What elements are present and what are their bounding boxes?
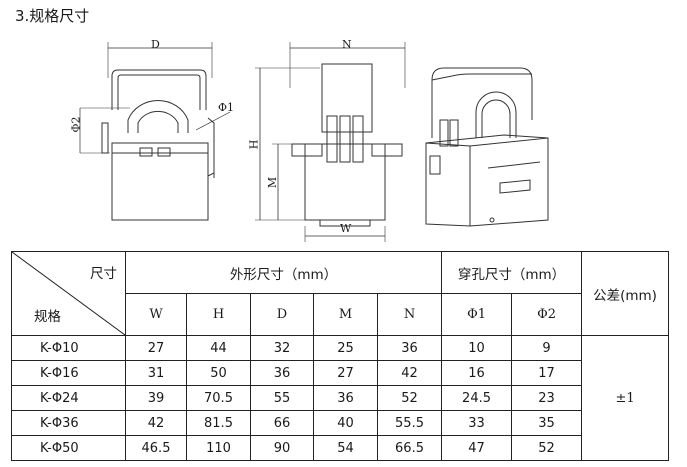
column-header-6: Φ2 [511, 293, 583, 336]
group-header-outer: 外形尺寸（mm） [124, 251, 443, 294]
column-header-5: Φ1 [441, 293, 513, 336]
label-M: M [266, 176, 280, 189]
model-cell: K-Φ16 [11, 360, 126, 386]
value-cell: 17 [511, 360, 583, 386]
label-H: H [247, 139, 261, 150]
value-cell: 39 [125, 385, 187, 411]
label-D: D [151, 38, 160, 51]
value-cell: 23 [511, 385, 583, 411]
value-cell: 110 [186, 435, 251, 461]
value-cell: 25 [313, 335, 378, 361]
label-W: W [340, 222, 352, 235]
value-cell: 52 [376, 385, 443, 411]
corner-header-cell: 尺寸 规格 [11, 251, 126, 336]
tolerance-value-cell: ±1 [581, 335, 670, 461]
column-header-1: H [186, 293, 251, 336]
model-cell: K-Φ50 [11, 435, 126, 461]
model-cell: K-Φ24 [11, 385, 126, 411]
label-phi2: Φ2 [69, 116, 83, 133]
group-header-hole: 穿孔尺寸（mm） [441, 251, 583, 294]
model-cell: K-Φ10 [11, 335, 126, 361]
value-cell: 9 [511, 335, 583, 361]
value-cell: 54 [313, 435, 378, 461]
value-cell: 81.5 [186, 410, 251, 436]
value-cell: 36 [250, 360, 314, 386]
value-cell: 42 [376, 360, 443, 386]
value-cell: 40 [313, 410, 378, 436]
value-cell: 55.5 [376, 410, 443, 436]
side-view-drawing [255, 42, 406, 242]
value-cell: 52 [511, 435, 583, 461]
value-cell: 24.5 [441, 385, 513, 411]
label-N: N [342, 38, 352, 51]
value-cell: 47 [441, 435, 513, 461]
value-cell: 42 [125, 410, 187, 436]
model-cell: K-Φ36 [11, 410, 126, 436]
value-cell: 55 [250, 385, 314, 411]
corner-bottom-label: 规格 [34, 309, 61, 325]
value-cell: 32 [250, 335, 314, 361]
value-cell: 36 [313, 385, 378, 411]
value-cell: 33 [441, 410, 513, 436]
value-cell: 31 [125, 360, 187, 386]
column-header-0: W [125, 293, 187, 336]
value-cell: 36 [376, 335, 443, 361]
front-view-drawing [79, 42, 231, 221]
column-header-2: D [250, 293, 314, 336]
value-cell: 50 [186, 360, 251, 386]
isometric-view-drawing [425, 67, 549, 227]
label-phi1: Φ1 [218, 101, 235, 114]
value-cell: 35 [511, 410, 583, 436]
value-cell: 44 [186, 335, 251, 361]
section-title: 3.规格尺寸 [15, 7, 90, 25]
value-cell: 66.5 [376, 435, 443, 461]
value-cell: 70.5 [186, 385, 251, 411]
value-cell: 66 [250, 410, 314, 436]
column-header-3: M [313, 293, 378, 336]
value-cell: 16 [441, 360, 513, 386]
value-cell: 90 [250, 435, 314, 461]
corner-top-label: 尺寸 [90, 266, 117, 282]
value-cell: 46.5 [125, 435, 187, 461]
column-header-4: N [376, 293, 443, 336]
value-cell: 27 [313, 360, 378, 386]
tolerance-header: 公差(mm) [581, 251, 670, 336]
value-cell: 27 [125, 335, 187, 361]
value-cell: 10 [441, 335, 513, 361]
dimension-drawings [79, 42, 549, 242]
